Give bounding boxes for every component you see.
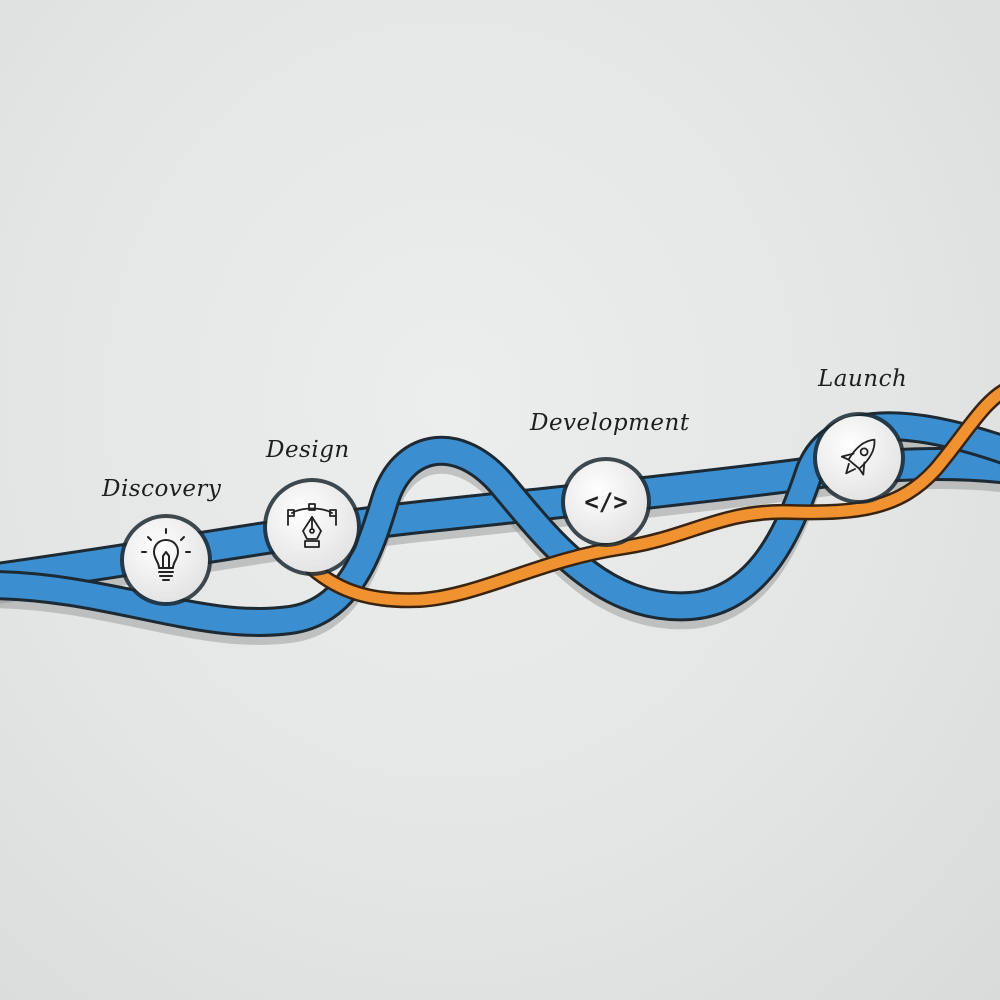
orange-ribbon	[304, 384, 1000, 609]
launch-label: Launch	[818, 366, 908, 392]
discovery-label: Discovery	[102, 476, 222, 502]
development-label: Development	[530, 410, 690, 436]
rocket-icon	[840, 438, 876, 476]
lightbulb-icon	[141, 528, 191, 581]
code-brackets-icon: </>	[584, 488, 627, 516]
design-node	[263, 478, 361, 576]
loop-ribbon	[0, 411, 1000, 637]
launch-node	[813, 412, 905, 504]
development-node: </>	[561, 457, 651, 547]
design-label: Design	[266, 437, 350, 463]
discovery-node	[120, 514, 212, 606]
pen-tool-icon	[287, 503, 337, 548]
